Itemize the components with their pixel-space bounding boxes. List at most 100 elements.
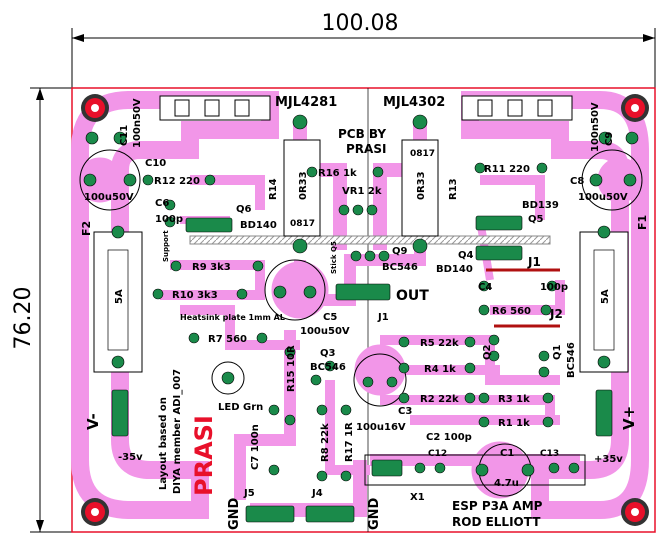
led-outline xyxy=(211,361,245,395)
label-q1-val: BC546 xyxy=(566,342,577,378)
label-vminus: V- xyxy=(84,413,102,430)
label-c12: C12 xyxy=(428,449,447,459)
heatsink-strip xyxy=(189,235,551,245)
label-q4: Q4 xyxy=(458,250,474,261)
prasi-logo: PRASI xyxy=(190,415,218,496)
c8-outline xyxy=(581,149,643,211)
label-c1-val: 4.7u xyxy=(494,478,519,489)
label-q3: Q3 xyxy=(320,348,336,359)
label-r9: R9 3k3 xyxy=(192,262,231,273)
label-r6: R6 560 xyxy=(492,306,531,317)
label-j1b: J1 xyxy=(377,312,389,323)
credit-line2: DIYA member ADI_007 xyxy=(172,369,183,494)
label-c7: C7 100n xyxy=(250,424,261,470)
label-q9-val: BC546 xyxy=(382,262,418,273)
label-gnd2: GND xyxy=(367,497,382,530)
label-fuse-b: 5A xyxy=(600,289,611,304)
jumpers xyxy=(486,268,560,328)
stick-note: Stick Q5 xyxy=(330,241,338,274)
label-r14: R14 xyxy=(268,178,279,200)
label-c3: C3 xyxy=(398,406,412,417)
label-x1: X1 xyxy=(410,492,425,503)
label-bd-b: 0817 xyxy=(410,149,435,159)
fuse-f1 xyxy=(579,231,629,373)
label-f1: F1 xyxy=(636,215,649,230)
c3-outline xyxy=(353,353,407,407)
label-c6: C6 xyxy=(155,198,169,209)
label-r5: R5 22k xyxy=(420,338,459,349)
label-q4-val: BD140 xyxy=(436,264,473,275)
label-c10-val: 100u50V xyxy=(84,192,134,203)
label-vplus: V+ xyxy=(620,406,638,430)
label-c2: C2 100p xyxy=(426,432,472,443)
dimension-width: 100.08 xyxy=(71,11,656,90)
label-c1: C1 xyxy=(500,448,514,459)
r13-body xyxy=(401,139,439,237)
footer-line2: ROD ELLIOTT xyxy=(452,515,541,529)
label-q9: Q9 xyxy=(392,246,408,257)
power-transistors xyxy=(159,95,573,121)
label-c9: C9 xyxy=(604,132,615,146)
label-q6-val: BD140 xyxy=(240,220,277,231)
r14-body xyxy=(283,139,321,237)
label-c8: C8 xyxy=(570,176,584,187)
credit-line1: Layout based on xyxy=(158,397,169,490)
label-j4: J4 xyxy=(311,488,323,499)
label-r8: R8 22k xyxy=(320,423,331,462)
label-r17: R17 1R xyxy=(344,422,355,462)
label-r4: R4 1k xyxy=(424,364,456,375)
label-c9-val: 100n50V xyxy=(590,102,601,152)
label-q6: Q6 xyxy=(236,204,252,215)
support-note: Support xyxy=(162,230,170,262)
input-block xyxy=(364,454,586,486)
label-vr1: VR1 2k xyxy=(342,186,382,197)
label-fuse-a: 5A xyxy=(114,289,125,304)
mounting-holes xyxy=(81,94,649,526)
label-j1: J1 xyxy=(527,255,541,269)
label-r11: R11 220 xyxy=(484,164,530,175)
label-q5-val: BD139 xyxy=(522,200,559,211)
label-f2: F2 xyxy=(80,221,93,236)
label-c4: C4 xyxy=(478,282,492,293)
dimension-height: 76.20 xyxy=(11,87,80,533)
label-r16: R16 1k xyxy=(318,168,357,179)
label-r14-val: 0R33 xyxy=(298,171,309,200)
label-c8-val: 100u50V xyxy=(578,192,628,203)
label-c3-val: 100u16V xyxy=(356,422,406,433)
label-r7: R7 560 xyxy=(208,334,247,345)
label-mjl4302: MJL4302 xyxy=(383,95,445,110)
label-q5: Q5 xyxy=(528,214,544,225)
label-r13: R13 xyxy=(448,178,459,200)
label-plus35: +35v xyxy=(594,454,623,465)
width-label: 100.08 xyxy=(322,11,399,36)
label-r3: R3 1k xyxy=(498,394,530,405)
footer-line1: ESP P3A AMP xyxy=(452,499,543,513)
label-c11-val: 100n50V xyxy=(132,98,143,148)
label-c5: C5 xyxy=(323,312,337,323)
label-c13: C13 xyxy=(540,449,559,459)
label-q3-val: BC546 xyxy=(310,362,346,373)
label-j5: J5 xyxy=(243,488,255,499)
label-gnd1: GND xyxy=(227,497,242,530)
label-r12: R12 220 xyxy=(154,176,200,187)
pads xyxy=(83,114,639,523)
label-c6-val: 100p xyxy=(155,214,183,225)
label-r13-val: 0R33 xyxy=(416,171,427,200)
label-r1: R1 1k xyxy=(498,418,530,429)
label-c5-val: 100u50V xyxy=(300,326,350,337)
fuse-f2 xyxy=(93,231,143,373)
label-r2: R2 22k xyxy=(420,394,459,405)
label-led: LED Grn xyxy=(218,402,263,413)
height-label: 76.20 xyxy=(11,287,36,350)
heatsink-note: Heatsink plate 1mm AL xyxy=(180,313,285,322)
label-c11: C11 xyxy=(119,125,130,146)
label-minus35: -35v xyxy=(118,452,143,463)
label-q2: Q2 xyxy=(482,344,493,360)
c5-outline xyxy=(264,259,326,321)
label-r15: R15 10R xyxy=(286,345,297,392)
label-j2: J2 xyxy=(549,307,563,321)
label-c4-val: 100p xyxy=(540,282,568,293)
c10-outline xyxy=(79,149,141,211)
